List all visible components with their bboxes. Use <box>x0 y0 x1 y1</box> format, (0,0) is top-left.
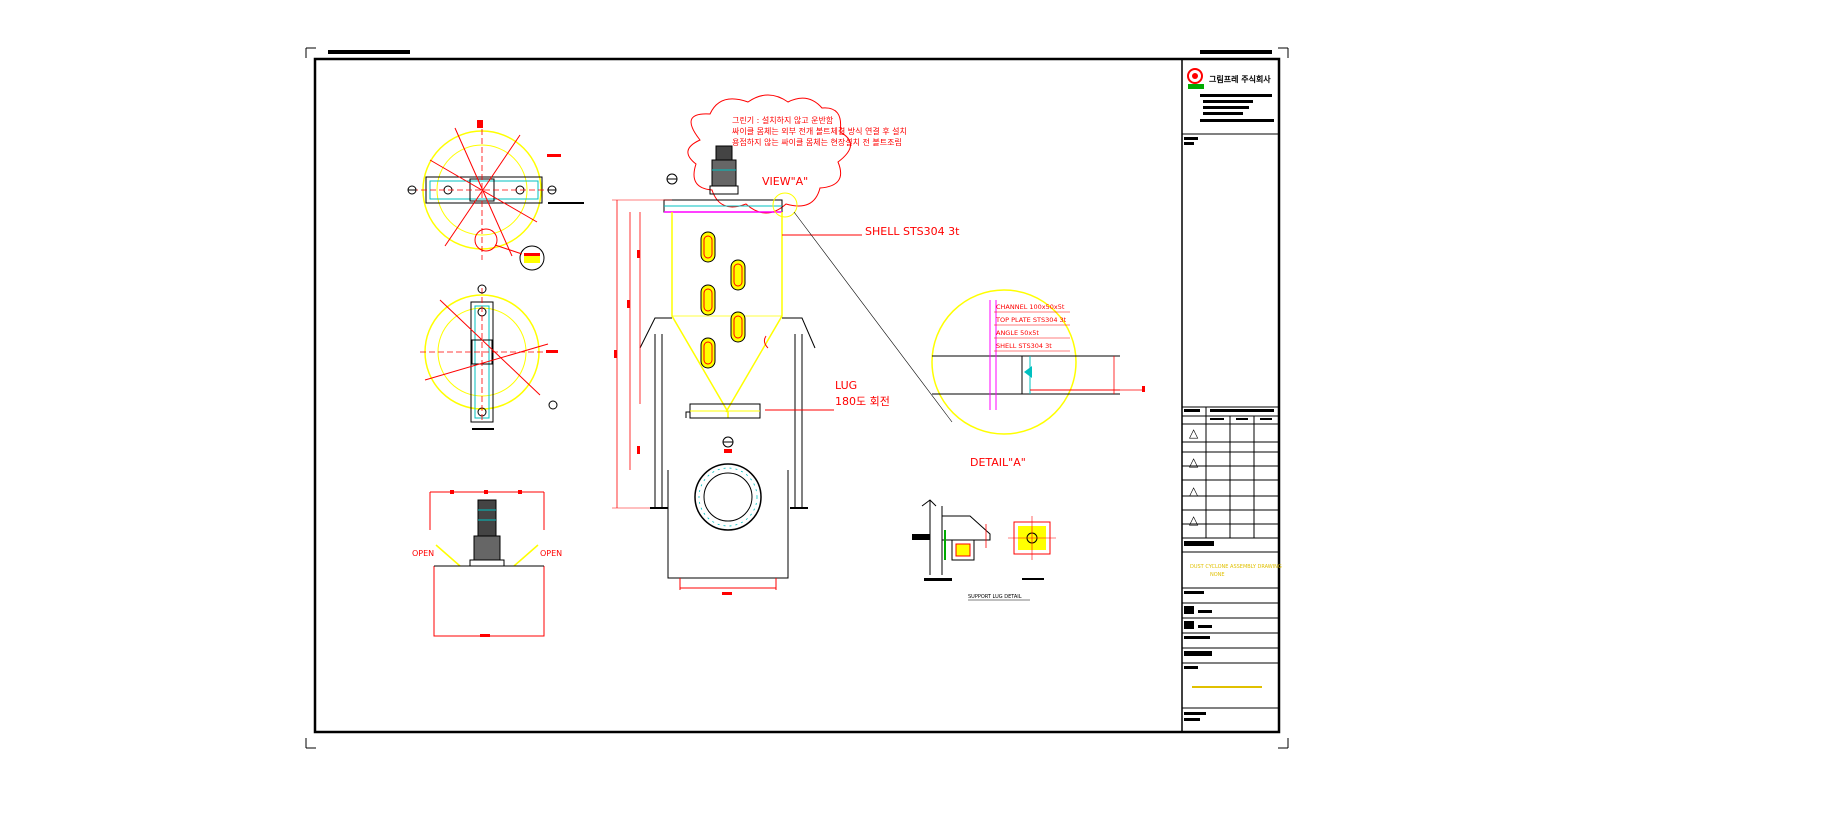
side-view-motor: OPEN OPEN <box>412 490 562 637</box>
open-label-left: OPEN <box>412 549 434 558</box>
drawing-title: DUST CYCLONE ASSEMBLY DRAWING <box>1190 564 1282 570</box>
shell-detail-label: SHELL STS304 3t <box>996 342 1052 350</box>
open-label-right: OPEN <box>540 549 562 558</box>
drawing-frame <box>313 57 1281 734</box>
top-plan-view <box>407 120 584 271</box>
revision-mark-1: △ <box>1189 426 1199 440</box>
detail-a-label: DETAIL"A" <box>970 456 1026 469</box>
revision-mark-3: △ <box>1189 484 1199 498</box>
note-line-1: 그린기 : 설치하지 않고 운반함 <box>732 115 834 125</box>
revision-mark-4: △ <box>1189 513 1199 527</box>
cyclone-elevation: 그린기 : 설치하지 않고 운반함 싸이클 몸체는 외부 전개 볼트체결 방식 … <box>612 94 960 595</box>
company-logo <box>1187 68 1204 89</box>
support-lug-detail-label: SUPPORT LUG DETAIL <box>968 594 1022 600</box>
mid-plan-view <box>420 284 558 430</box>
scale-note: NONE <box>1210 572 1225 578</box>
revision-table <box>1182 406 1279 539</box>
note-line-3: 용접하지 않는 싸이클 몸체는 현장설치 전 볼트조립 <box>732 137 902 147</box>
support-lug-detail: SUPPORT LUG DETAIL <box>912 499 1056 601</box>
lug-rotation-label: 180도 회전 <box>835 395 890 408</box>
channel-label: CHANNEL 100x50x5t <box>996 303 1065 311</box>
shell-label: SHELL STS304 3t <box>865 225 960 238</box>
angle-label: ANGLE 50x5t <box>996 329 1039 337</box>
note-line-2: 싸이클 몸체는 외부 전개 볼트체결 방식 연결 후 설치 <box>732 126 907 136</box>
revision-mark-2: △ <box>1189 455 1199 469</box>
detail-a: CHANNEL 100x50x5t TOP PLATE STS304 3t AN… <box>931 289 1145 469</box>
top-right-bar <box>1200 50 1272 54</box>
top-left-bar <box>328 50 410 54</box>
view-a-label: VIEW"A" <box>762 175 808 188</box>
lug-label: LUG <box>835 379 857 392</box>
title-block: 그림프레 주식회사 △ △ <box>1181 59 1282 732</box>
top-plate-label: TOP PLATE STS304 3t <box>995 316 1067 324</box>
company-name: 그림프레 주식회사 <box>1209 74 1271 84</box>
corner-marks <box>305 47 1289 749</box>
